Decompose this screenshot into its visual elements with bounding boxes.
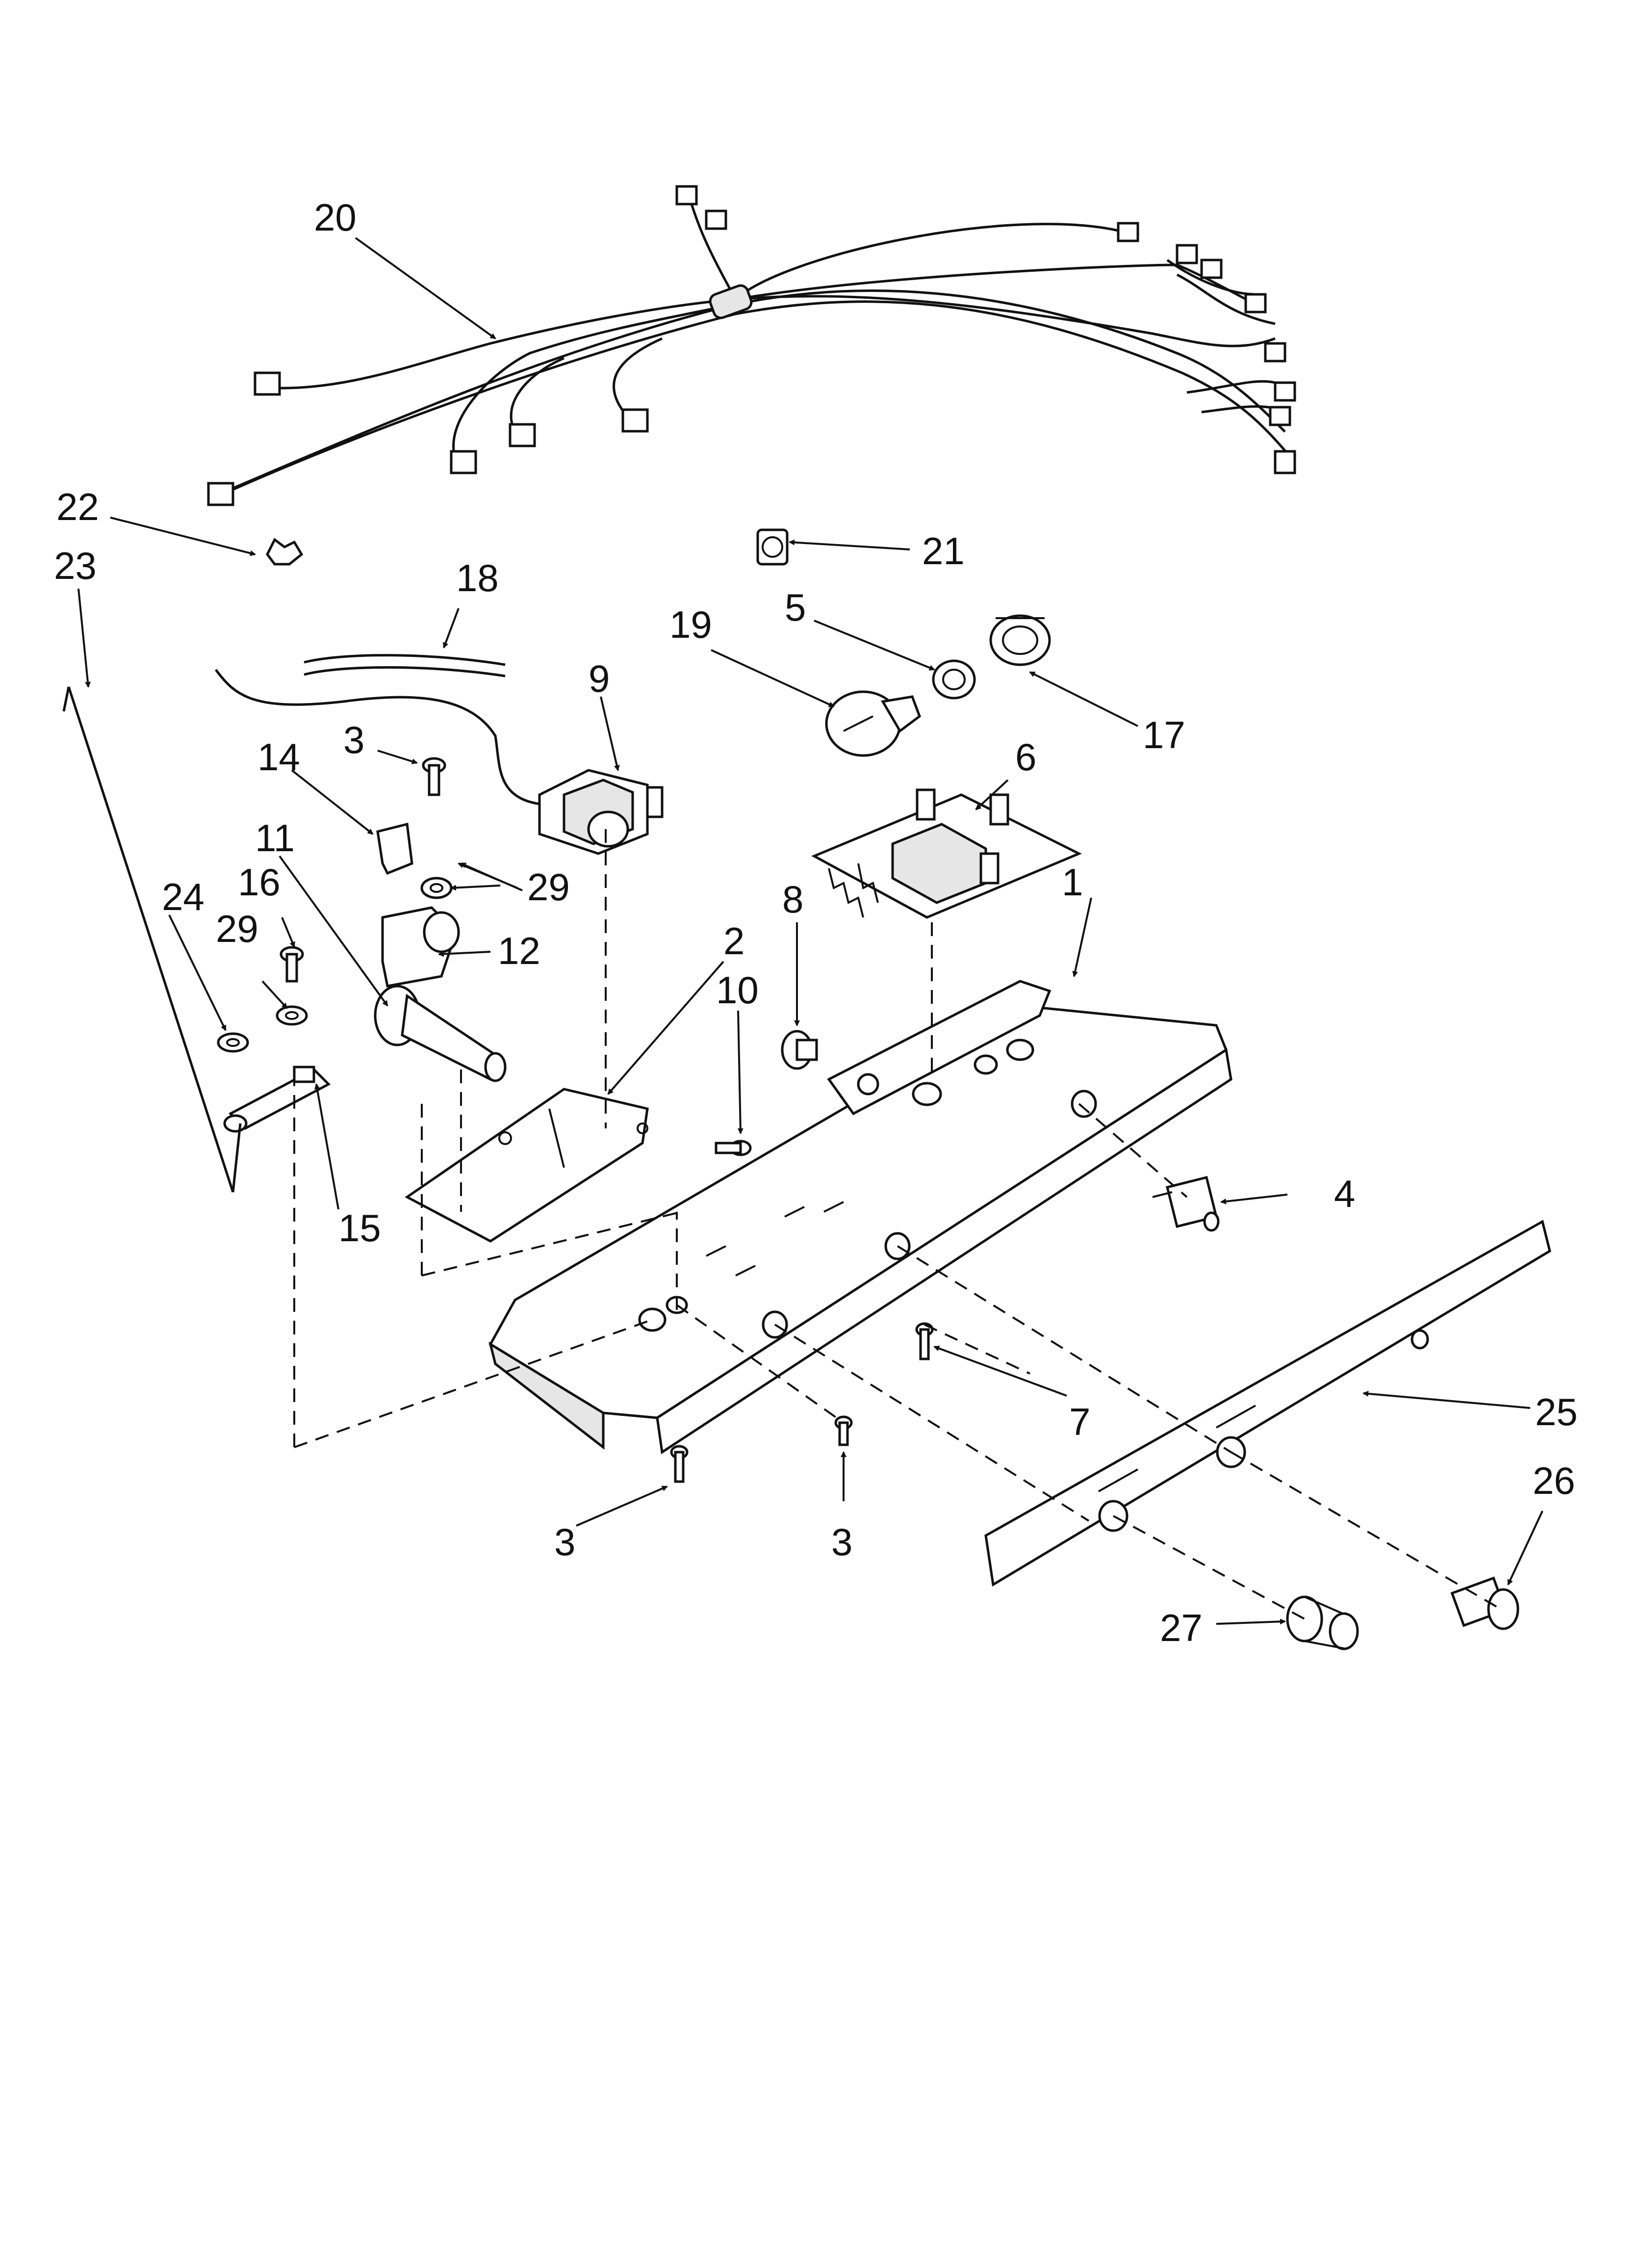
light-bulb-part [825,690,921,757]
screw-part [915,1322,934,1360]
screw-part [280,946,304,983]
connector-icon [675,185,698,206]
bracket-part [376,822,413,875]
callout-labels: 20 22 23 18 21 5 19 17 9 3 14 11 29 6 1 … [54,196,1578,1649]
thermostat-control-part [538,769,664,855]
bulb-socket-part [932,659,976,700]
callout-3-bottom-right: 3 [831,1520,852,1564]
screw-part [422,757,446,796]
callout-3: 3 [343,718,364,761]
washer-part [276,1005,308,1026]
connector-icon [1117,222,1139,242]
connector-icon [705,209,727,230]
knob-part [1286,1595,1359,1650]
connector-icon [1274,381,1296,402]
connector-icon [1176,244,1198,264]
socket-part [756,528,789,566]
callout-21: 21 [922,529,965,573]
callout-22: 22 [56,485,99,528]
connector-icon [1269,406,1291,426]
callout-17: 17 [1143,713,1185,756]
callout-29-lower: 29 [216,907,258,950]
callout-27: 27 [1160,1606,1203,1649]
connector-icon [1264,342,1286,363]
callout-4: 4 [1334,1172,1355,1215]
callout-9: 9 [589,657,610,700]
connector-icon [1274,450,1296,474]
callout-12: 12 [498,929,540,972]
shaft-part [374,985,507,1082]
screw-part [715,1140,752,1156]
callout-18: 18 [456,556,499,600]
lever-part [223,1066,331,1133]
callout-1: 1 [1062,860,1083,904]
control-housing-part [488,980,1232,1455]
switch-part [1152,1175,1220,1232]
connector-icon [207,482,234,506]
wire-harness-part [207,185,1296,506]
connector-icon [254,371,281,396]
callout-6: 6 [1015,735,1036,779]
connector-icon [1244,293,1267,313]
tube-part [214,654,545,806]
connector-icon [621,408,649,433]
mounting-bracket-part [405,1088,649,1243]
plug-part [781,1030,818,1070]
callout-5: 5 [785,586,806,629]
callout-15: 15 [338,1206,381,1250]
rod-part [62,686,242,1193]
callout-leaders [77,237,1543,1625]
callout-14: 14 [257,735,300,779]
callout-23: 23 [54,544,97,587]
callout-20: 20 [314,196,357,239]
callout-25: 25 [1535,1390,1578,1434]
callout-7: 7 [1069,1400,1090,1443]
light-socket-part [989,614,1051,666]
alignment-lines [293,829,1502,1620]
connector-icon [1200,259,1223,279]
callout-16: 16 [238,860,281,904]
clip-part [266,538,304,566]
control-board-part [811,788,1082,919]
screw-part [834,1415,853,1446]
callout-10: 10 [716,968,759,1012]
housing-part [381,906,460,988]
callout-24: 24 [162,875,205,918]
connector-icon [509,423,536,447]
washer-part [217,1032,249,1053]
control-panel-part [984,1220,1551,1587]
callout-29: 29 [527,865,570,909]
callout-11: 11 [255,816,295,860]
callout-2: 2 [723,919,744,963]
callout-26: 26 [1533,1459,1575,1502]
knob-part [1450,1576,1519,1630]
connector-icon [450,450,477,474]
callout-3-bottom-left: 3 [554,1520,575,1564]
callout-8: 8 [782,878,803,921]
screw-part [670,1445,689,1483]
washer-part [420,877,453,899]
callout-19: 19 [669,603,712,646]
